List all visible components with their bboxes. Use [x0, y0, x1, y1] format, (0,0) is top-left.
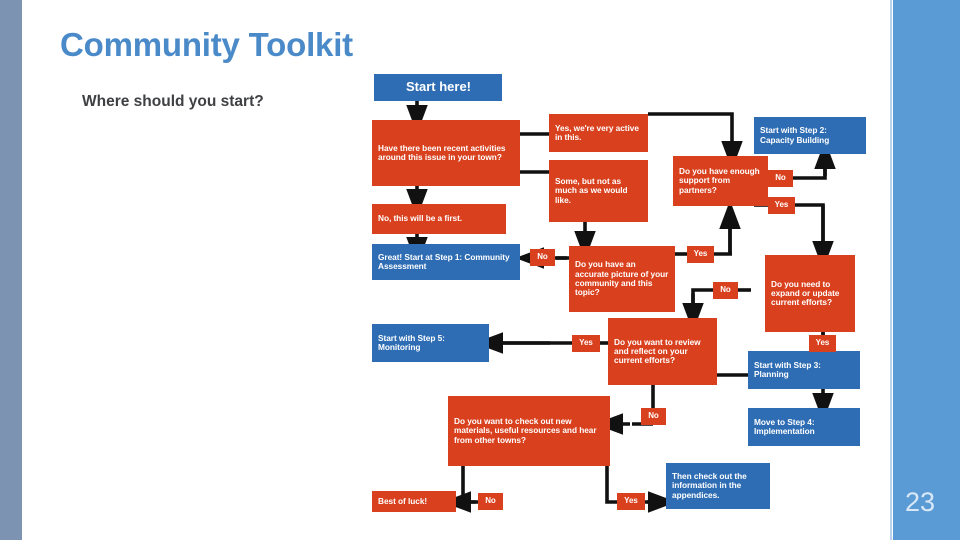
node-question-recent-activities[interactable]: Have there been recent activities around…: [372, 120, 520, 186]
right-accent-band: [893, 0, 960, 540]
page-subtitle: Where should you start?: [82, 93, 264, 110]
page-number: 23: [905, 487, 936, 517]
edge-label-yes-accurate-picture: Yes: [687, 246, 714, 263]
node-answer-some-but-not[interactable]: Some, but not as much as we would like.: [549, 160, 648, 222]
page-title: Community Toolkit: [60, 26, 353, 63]
edge-label-yes-expand-update: Yes: [809, 335, 836, 352]
node-outcome-step5-monitoring[interactable]: Start with Step 5: Monitoring: [372, 324, 489, 362]
right-band-hairline: [890, 0, 892, 540]
node-question-review-reflect[interactable]: Do you want to review and reflect on you…: [608, 318, 717, 385]
edge-label-yes-enough-support: Yes: [768, 197, 795, 214]
node-question-enough-support[interactable]: Do you have enough support from partners…: [673, 156, 768, 206]
node-answer-no-first[interactable]: No, this will be a first.: [372, 204, 506, 234]
node-start[interactable]: Start here!: [374, 74, 502, 101]
node-outcome-step3-planning[interactable]: Start with Step 3: Planning: [748, 351, 860, 389]
node-question-new-materials[interactable]: Do you want to check out new materials, …: [448, 396, 610, 466]
left-accent-band: [0, 0, 22, 540]
edge-label-no-accurate-picture: No: [530, 249, 555, 266]
node-outcome-best-of-luck[interactable]: Best of luck!: [372, 491, 456, 512]
node-question-expand-update[interactable]: Do you need to expand or update current …: [765, 255, 855, 332]
node-outcome-step2-capacity-building[interactable]: Start with Step 2: Capacity Building: [754, 117, 866, 154]
edge-label-yes-new-materials: Yes: [617, 493, 645, 510]
edge-label-no-review-reflect: No: [641, 408, 666, 425]
edge-label-no-new-materials: No: [478, 493, 503, 510]
node-question-accurate-picture[interactable]: Do you have an accurate picture of your …: [569, 246, 675, 312]
node-answer-yes-very-active[interactable]: Yes, we're very active in this.: [549, 114, 648, 152]
flowchart: Start here! Have there been recent activ…: [360, 62, 890, 520]
node-outcome-appendices[interactable]: Then check out the information in the ap…: [666, 463, 770, 509]
node-outcome-step1-community-assessment[interactable]: Great! Start at Step 1: Community Assess…: [372, 244, 520, 280]
edge-label-no-enough-support: No: [768, 170, 793, 187]
edge-label-no-expand-update: No: [713, 282, 738, 299]
edge-label-yes-review-reflect: Yes: [572, 335, 600, 352]
node-outcome-step4-implementation[interactable]: Move to Step 4: Implementation: [748, 408, 860, 446]
